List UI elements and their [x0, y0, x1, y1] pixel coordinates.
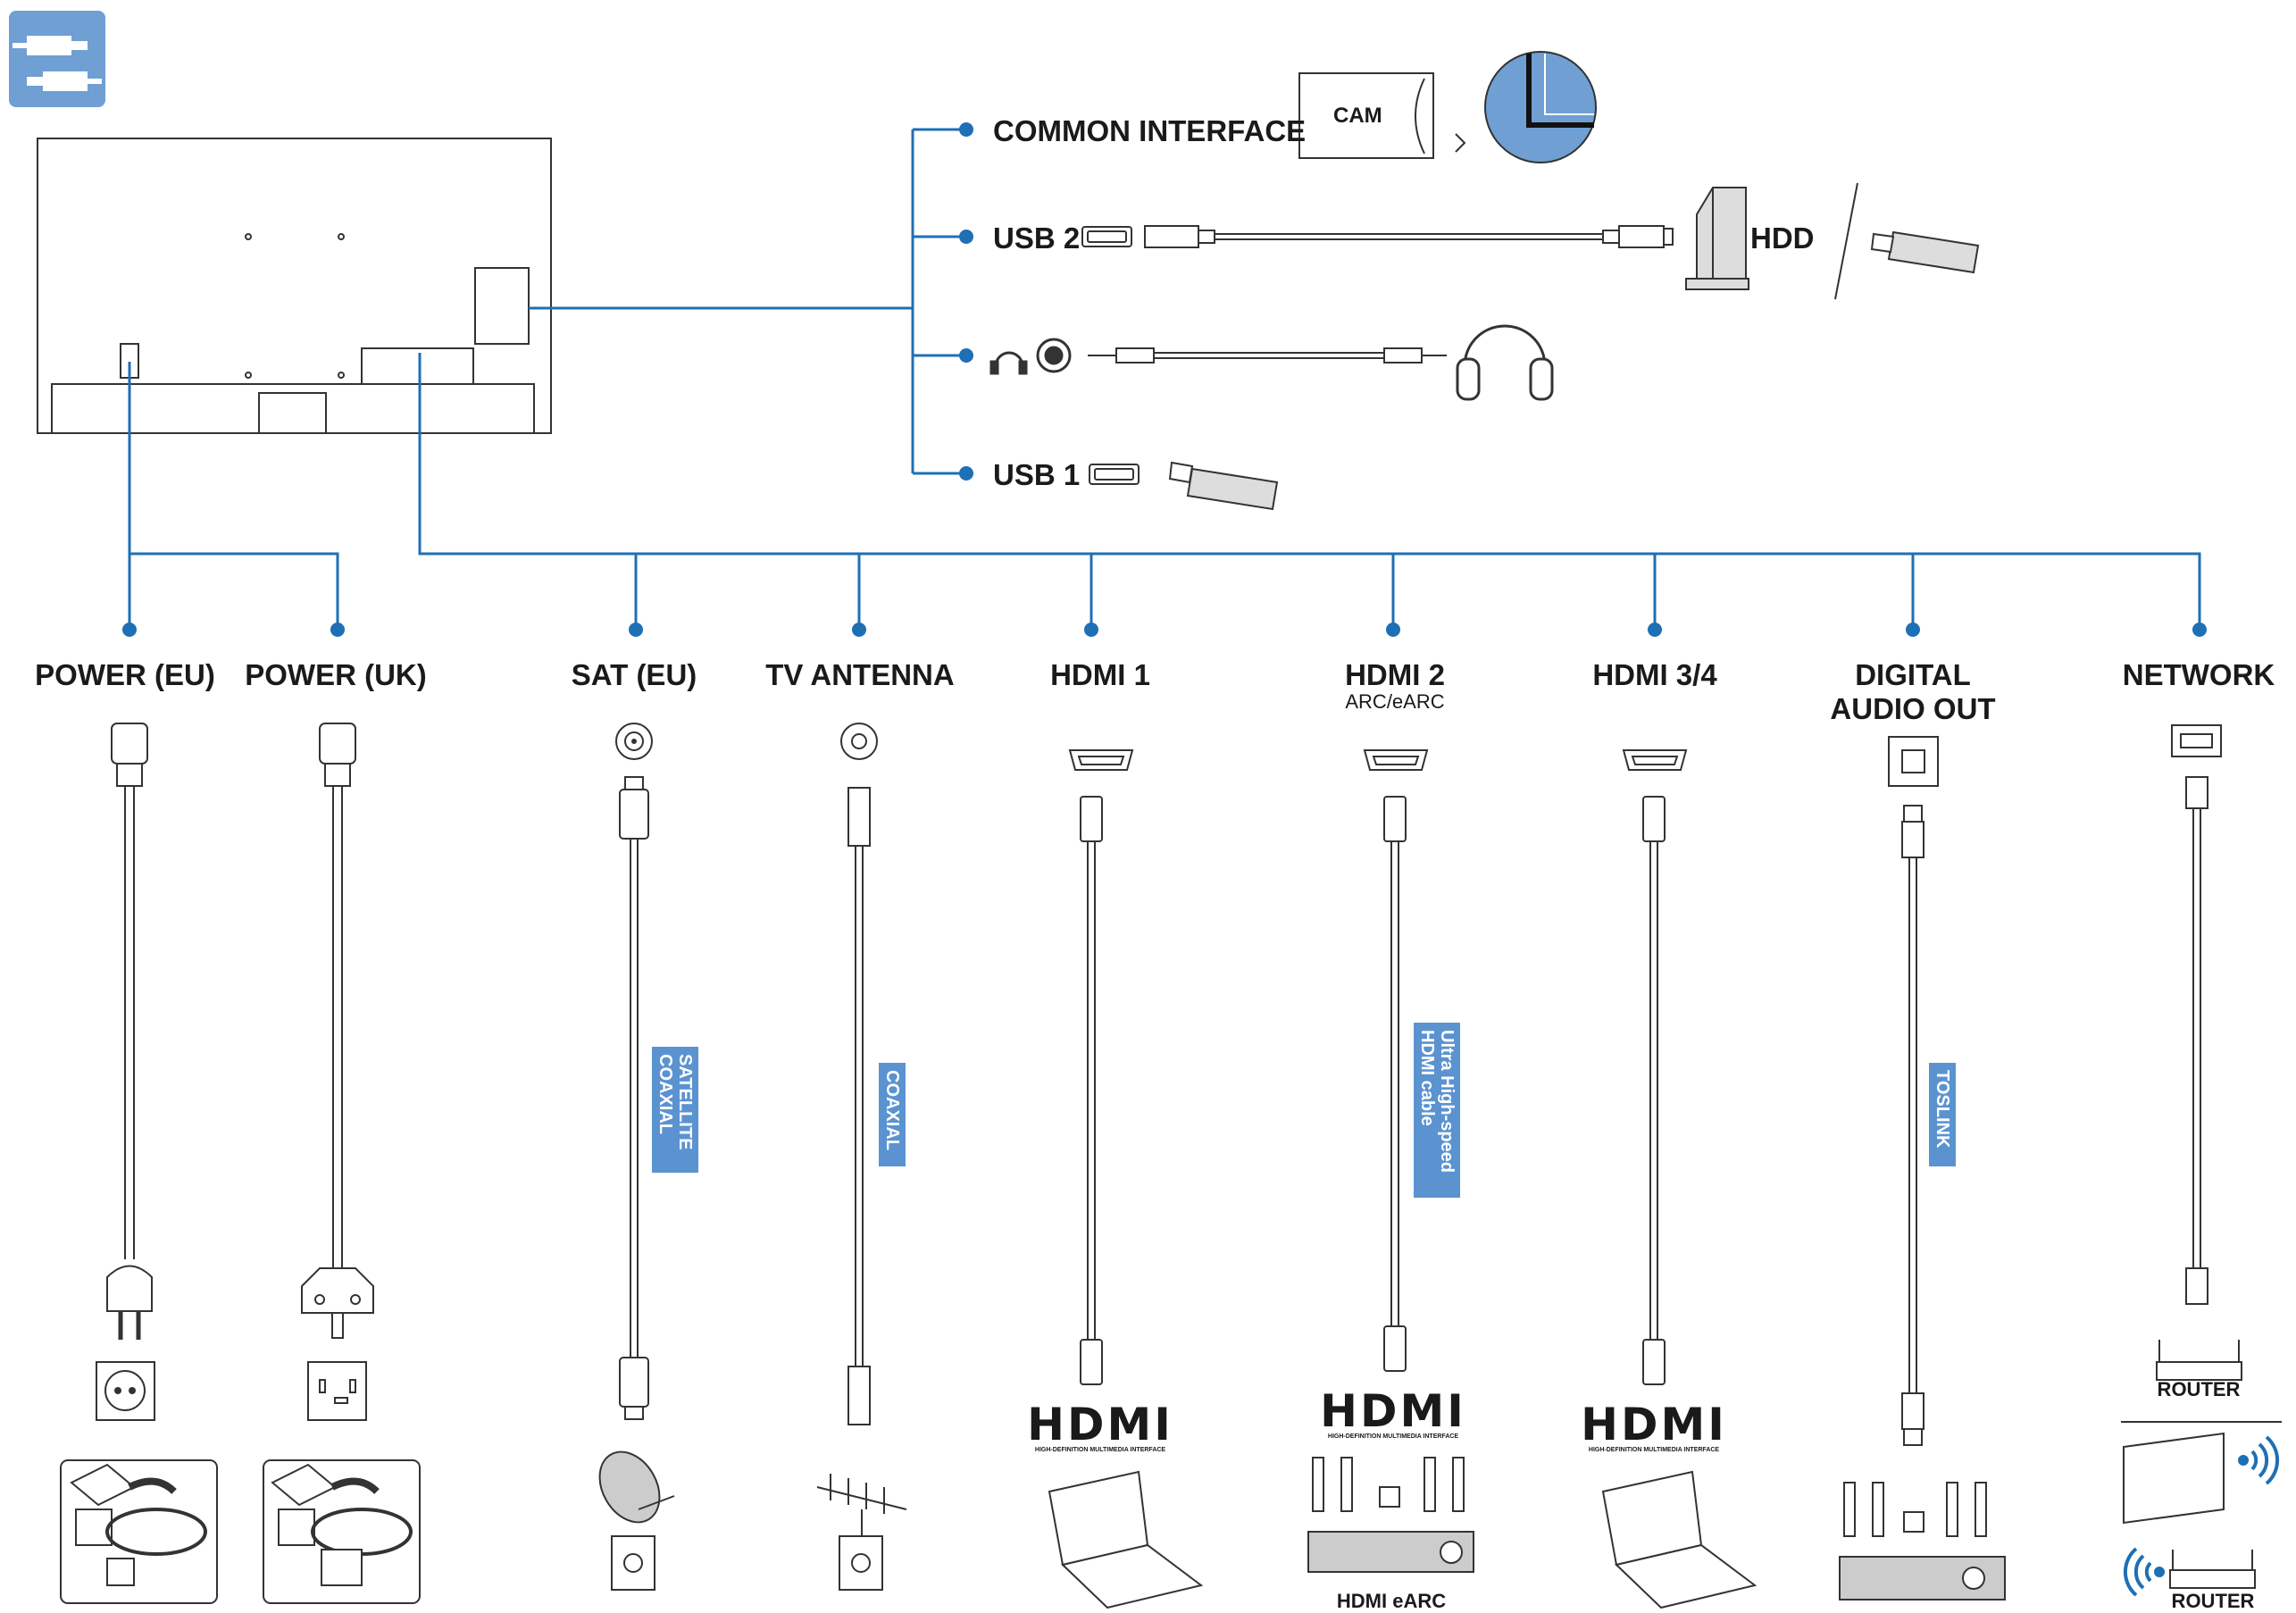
- usb1-label: USB 1: [993, 458, 1081, 491]
- hdmi-logo-text: HDMI: [1320, 1385, 1466, 1437]
- hdmi-logo-sub: HIGH-DEFINITION MULTIMEDIA INTERFACE: [1588, 1447, 1720, 1453]
- toslink-tag: TOSLINK: [1929, 1063, 1956, 1166]
- usb1-port-icon: [1089, 464, 1140, 485]
- power-eu-label: POWER (EU): [35, 658, 215, 691]
- usb2-label: USB 2: [993, 221, 1081, 255]
- hdmi34-label: HDMI 3/4: [1592, 658, 1717, 691]
- usb-stick-icon-top: [1870, 230, 1980, 274]
- cam-slot-detail-icon: [1484, 51, 1597, 163]
- wifi-signal-icon-router: [2123, 1547, 2165, 1597]
- hdmi-logo-3: HDMI HIGH-DEFINITION MULTIMEDIA INTERFAC…: [1569, 1402, 1739, 1453]
- hdd-label: HDD: [1750, 221, 1815, 255]
- hdmi34-cable: [1622, 749, 1688, 1385]
- audio-cable-icon: [1088, 347, 1447, 364]
- laptop-icon-hdmi34: [1601, 1470, 1757, 1609]
- eu-socket-icon: [96, 1361, 155, 1421]
- hdmi-logo-sub: HIGH-DEFINITION MULTIMEDIA INTERFACE: [1327, 1433, 1459, 1440]
- headphones-icon: [1456, 324, 1554, 401]
- hdmi-logo-text: HDMI: [1027, 1399, 1173, 1450]
- home-theater-icon-digital: [1839, 1482, 2006, 1600]
- sat-cable: [615, 723, 653, 1420]
- hdmi-logo-sub: HIGH-DEFINITION MULTIMEDIA INTERFACE: [1034, 1447, 1166, 1453]
- digital-audio-label-2: AUDIO OUT: [1830, 692, 1996, 725]
- router-icon-top: [2156, 1340, 2242, 1381]
- optical-cable: [1888, 736, 1939, 1446]
- tag-ultra-high-speed: Ultra High-speed: [1437, 1030, 1457, 1174]
- uk-socket-icon: [307, 1361, 367, 1421]
- usb2-port-icon: [1081, 226, 1132, 247]
- tag-satellite: SATELLITE: [675, 1054, 695, 1150]
- wifi-signal-icon-tv: [2238, 1435, 2280, 1485]
- hdmi-logo-1: HDMI HIGH-DEFINITION MULTIMEDIA INTERFAC…: [1015, 1402, 1185, 1453]
- cam-label: CAM: [1333, 104, 1382, 128]
- connection-dots: [122, 122, 2207, 637]
- tv-antenna-icon: [816, 1474, 907, 1591]
- hdmi1-label: HDMI 1: [1050, 658, 1150, 691]
- usb-stick-icon-bottom: [1168, 461, 1279, 511]
- hdmi2-sublabel: ARC/eARC: [1345, 690, 1445, 713]
- hdmi2-cable: [1363, 749, 1429, 1372]
- headphone-port-icon: [989, 338, 1072, 375]
- hdmi-earc-label: HDMI eARC: [1336, 1590, 1447, 1612]
- unbox-power-cable-eu-icon: [60, 1459, 218, 1604]
- hdmi1-cable: [1068, 749, 1134, 1385]
- coaxial-tag: COAXIAL: [879, 1063, 906, 1166]
- hdmi2-label: HDMI 2: [1345, 658, 1445, 691]
- usb-cable-icon: [1144, 225, 1674, 248]
- home-theater-icon-hdmi2: [1307, 1457, 1474, 1573]
- tv-antenna-label: TV ANTENNA: [765, 658, 955, 691]
- unbox-power-cable-uk-icon: [263, 1459, 421, 1604]
- sat-eu-label: SAT (EU): [571, 658, 697, 691]
- power-uk-cable: [301, 723, 374, 1339]
- cam-card-icon: [1298, 72, 1466, 159]
- network-cable: [2171, 724, 2222, 1305]
- router-label-top: ROUTER: [2157, 1378, 2241, 1400]
- common-interface-label: COMMON INTERFACE: [993, 114, 1307, 147]
- antenna-cable: [840, 723, 878, 1425]
- digital-audio-label-1: DIGITAL: [1855, 658, 1971, 691]
- connection-lines: [128, 128, 2201, 630]
- hdmi-logo-text: HDMI: [1581, 1399, 1727, 1450]
- connections-icon: [9, 11, 105, 107]
- hdmi-logo-2: HDMI HIGH-DEFINITION MULTIMEDIA INTERFAC…: [1308, 1389, 1478, 1440]
- hdd-icon: [1685, 187, 1749, 290]
- laptop-icon-hdmi1: [1048, 1470, 1204, 1609]
- divider-slash: [1834, 182, 1858, 300]
- router-icon-bottom: [2169, 1550, 2256, 1589]
- satellite-dish-icon: [598, 1450, 675, 1591]
- tag-coaxial-sat: COAXIAL: [655, 1054, 675, 1134]
- router-label-bottom: ROUTER: [2171, 1590, 2255, 1612]
- wireless-tv-icon: [2123, 1432, 2225, 1525]
- tag-hdmi-cable: HDMI cable: [1417, 1030, 1437, 1126]
- power-eu-cable: [106, 723, 153, 1340]
- tv-back: [37, 138, 552, 434]
- network-label: NETWORK: [2122, 658, 2275, 691]
- power-uk-label: POWER (UK): [245, 658, 427, 691]
